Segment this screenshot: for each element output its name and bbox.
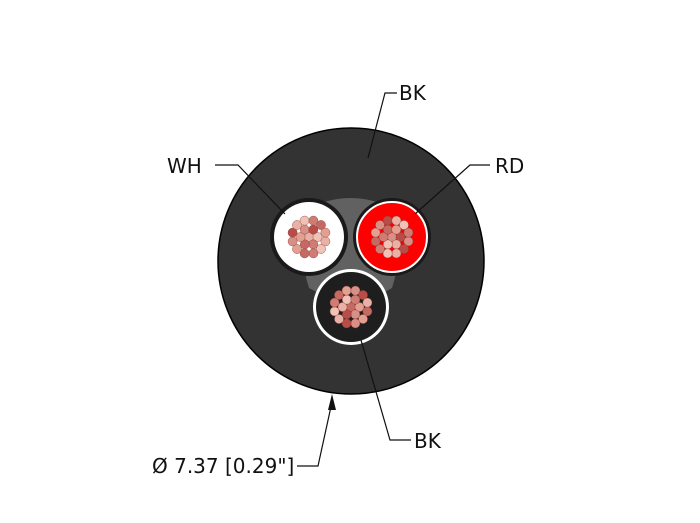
copper-strand (370, 227, 381, 238)
label-jacket-bk: BK (399, 81, 427, 105)
leader-line-jacket (367, 92, 397, 159)
copper-strand (358, 314, 368, 324)
copper-strand (320, 227, 331, 238)
strand-bundle-red (370, 215, 414, 259)
copper-strand (403, 227, 414, 238)
copper-strand (337, 302, 348, 312)
copper-strand (391, 215, 402, 226)
copper-strand (316, 244, 326, 254)
copper-strand (287, 227, 298, 238)
copper-strand (395, 232, 406, 242)
copper-strand (299, 215, 310, 226)
strand-bundle-black (329, 285, 373, 329)
copper-strand (334, 290, 344, 300)
copper-strand (375, 220, 385, 230)
copper-strand (329, 306, 340, 317)
label-wire-wh: WH (167, 154, 202, 178)
copper-strand (341, 285, 352, 296)
copper-strand (316, 220, 326, 230)
copper-strand (358, 290, 368, 300)
copper-strand (354, 302, 365, 312)
label-wire-rd: RD (495, 154, 524, 178)
copper-strand (382, 215, 393, 226)
copper-strand (350, 285, 361, 296)
copper-strand (375, 244, 385, 254)
copper-strand (350, 318, 361, 329)
conductor-red (353, 198, 431, 276)
copper-strand (382, 248, 393, 259)
copper-strand (391, 248, 402, 259)
copper-strand (378, 232, 389, 242)
copper-strand (399, 244, 409, 254)
copper-strand (399, 220, 409, 230)
leader-line-red (414, 164, 490, 215)
copper-strand (334, 314, 344, 324)
copper-strand (370, 236, 381, 247)
copper-strand (308, 248, 319, 259)
conductor-white (270, 198, 348, 276)
leader-line-black (360, 339, 411, 441)
label-wire-bk: BK (414, 429, 442, 453)
copper-strand (341, 318, 352, 329)
copper-strand (295, 232, 306, 242)
copper-strand (362, 297, 373, 308)
dimension-leader-line (297, 401, 333, 467)
strand-bundle-white (287, 215, 331, 259)
conductor-black (313, 269, 389, 345)
copper-strand (308, 215, 319, 226)
copper-strand (329, 297, 340, 308)
copper-strand (287, 236, 298, 247)
dimension-arrowhead (328, 394, 336, 410)
copper-strand (292, 220, 302, 230)
copper-strand (312, 232, 323, 242)
label-diameter: Ø 7.37 [0.29"] (152, 454, 294, 478)
copper-strand (299, 248, 310, 259)
copper-strand (292, 244, 302, 254)
leader-line-white (215, 164, 286, 215)
